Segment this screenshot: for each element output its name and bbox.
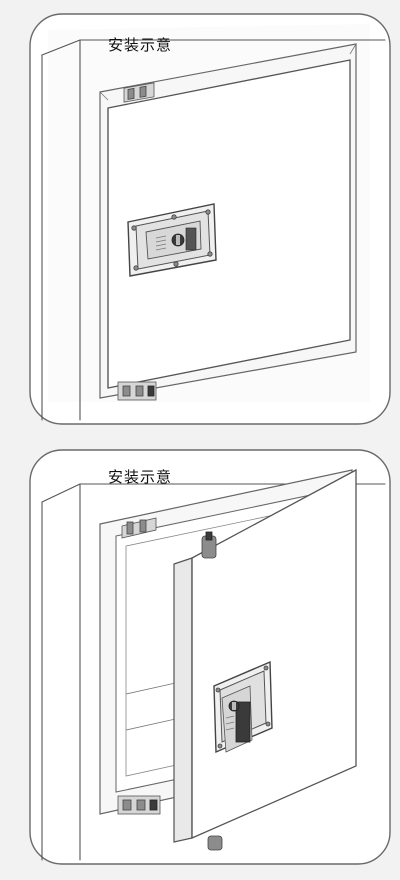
installed-door-illustration: 安装示意 [29,13,391,425]
bottom-hinge [117,381,157,401]
top-hinge [121,517,157,539]
diagram-panel-installed: 安装示意 [29,13,391,425]
recess-depth-line [99,91,109,101]
panel-caption: 安装示意 [108,36,172,54]
cavity-shelf-line [125,717,181,731]
door-hinge-pin-bottom [207,835,223,851]
door-hinge-pin-top [201,531,217,559]
door-thickness-edge [173,557,193,843]
bottom-hinge [117,795,161,815]
recessed-handle-lock [127,203,217,277]
panel-caption: 安装示意 [108,468,172,486]
opening-door-illustration: 安装示意 [29,449,391,865]
cavity-shelf-line [125,681,181,695]
recess-depth-line [349,43,357,55]
recessed-handle-lock [213,660,273,754]
diagram-panel-opening: 安装示意 [0,440,400,880]
top-hinge [123,82,155,103]
